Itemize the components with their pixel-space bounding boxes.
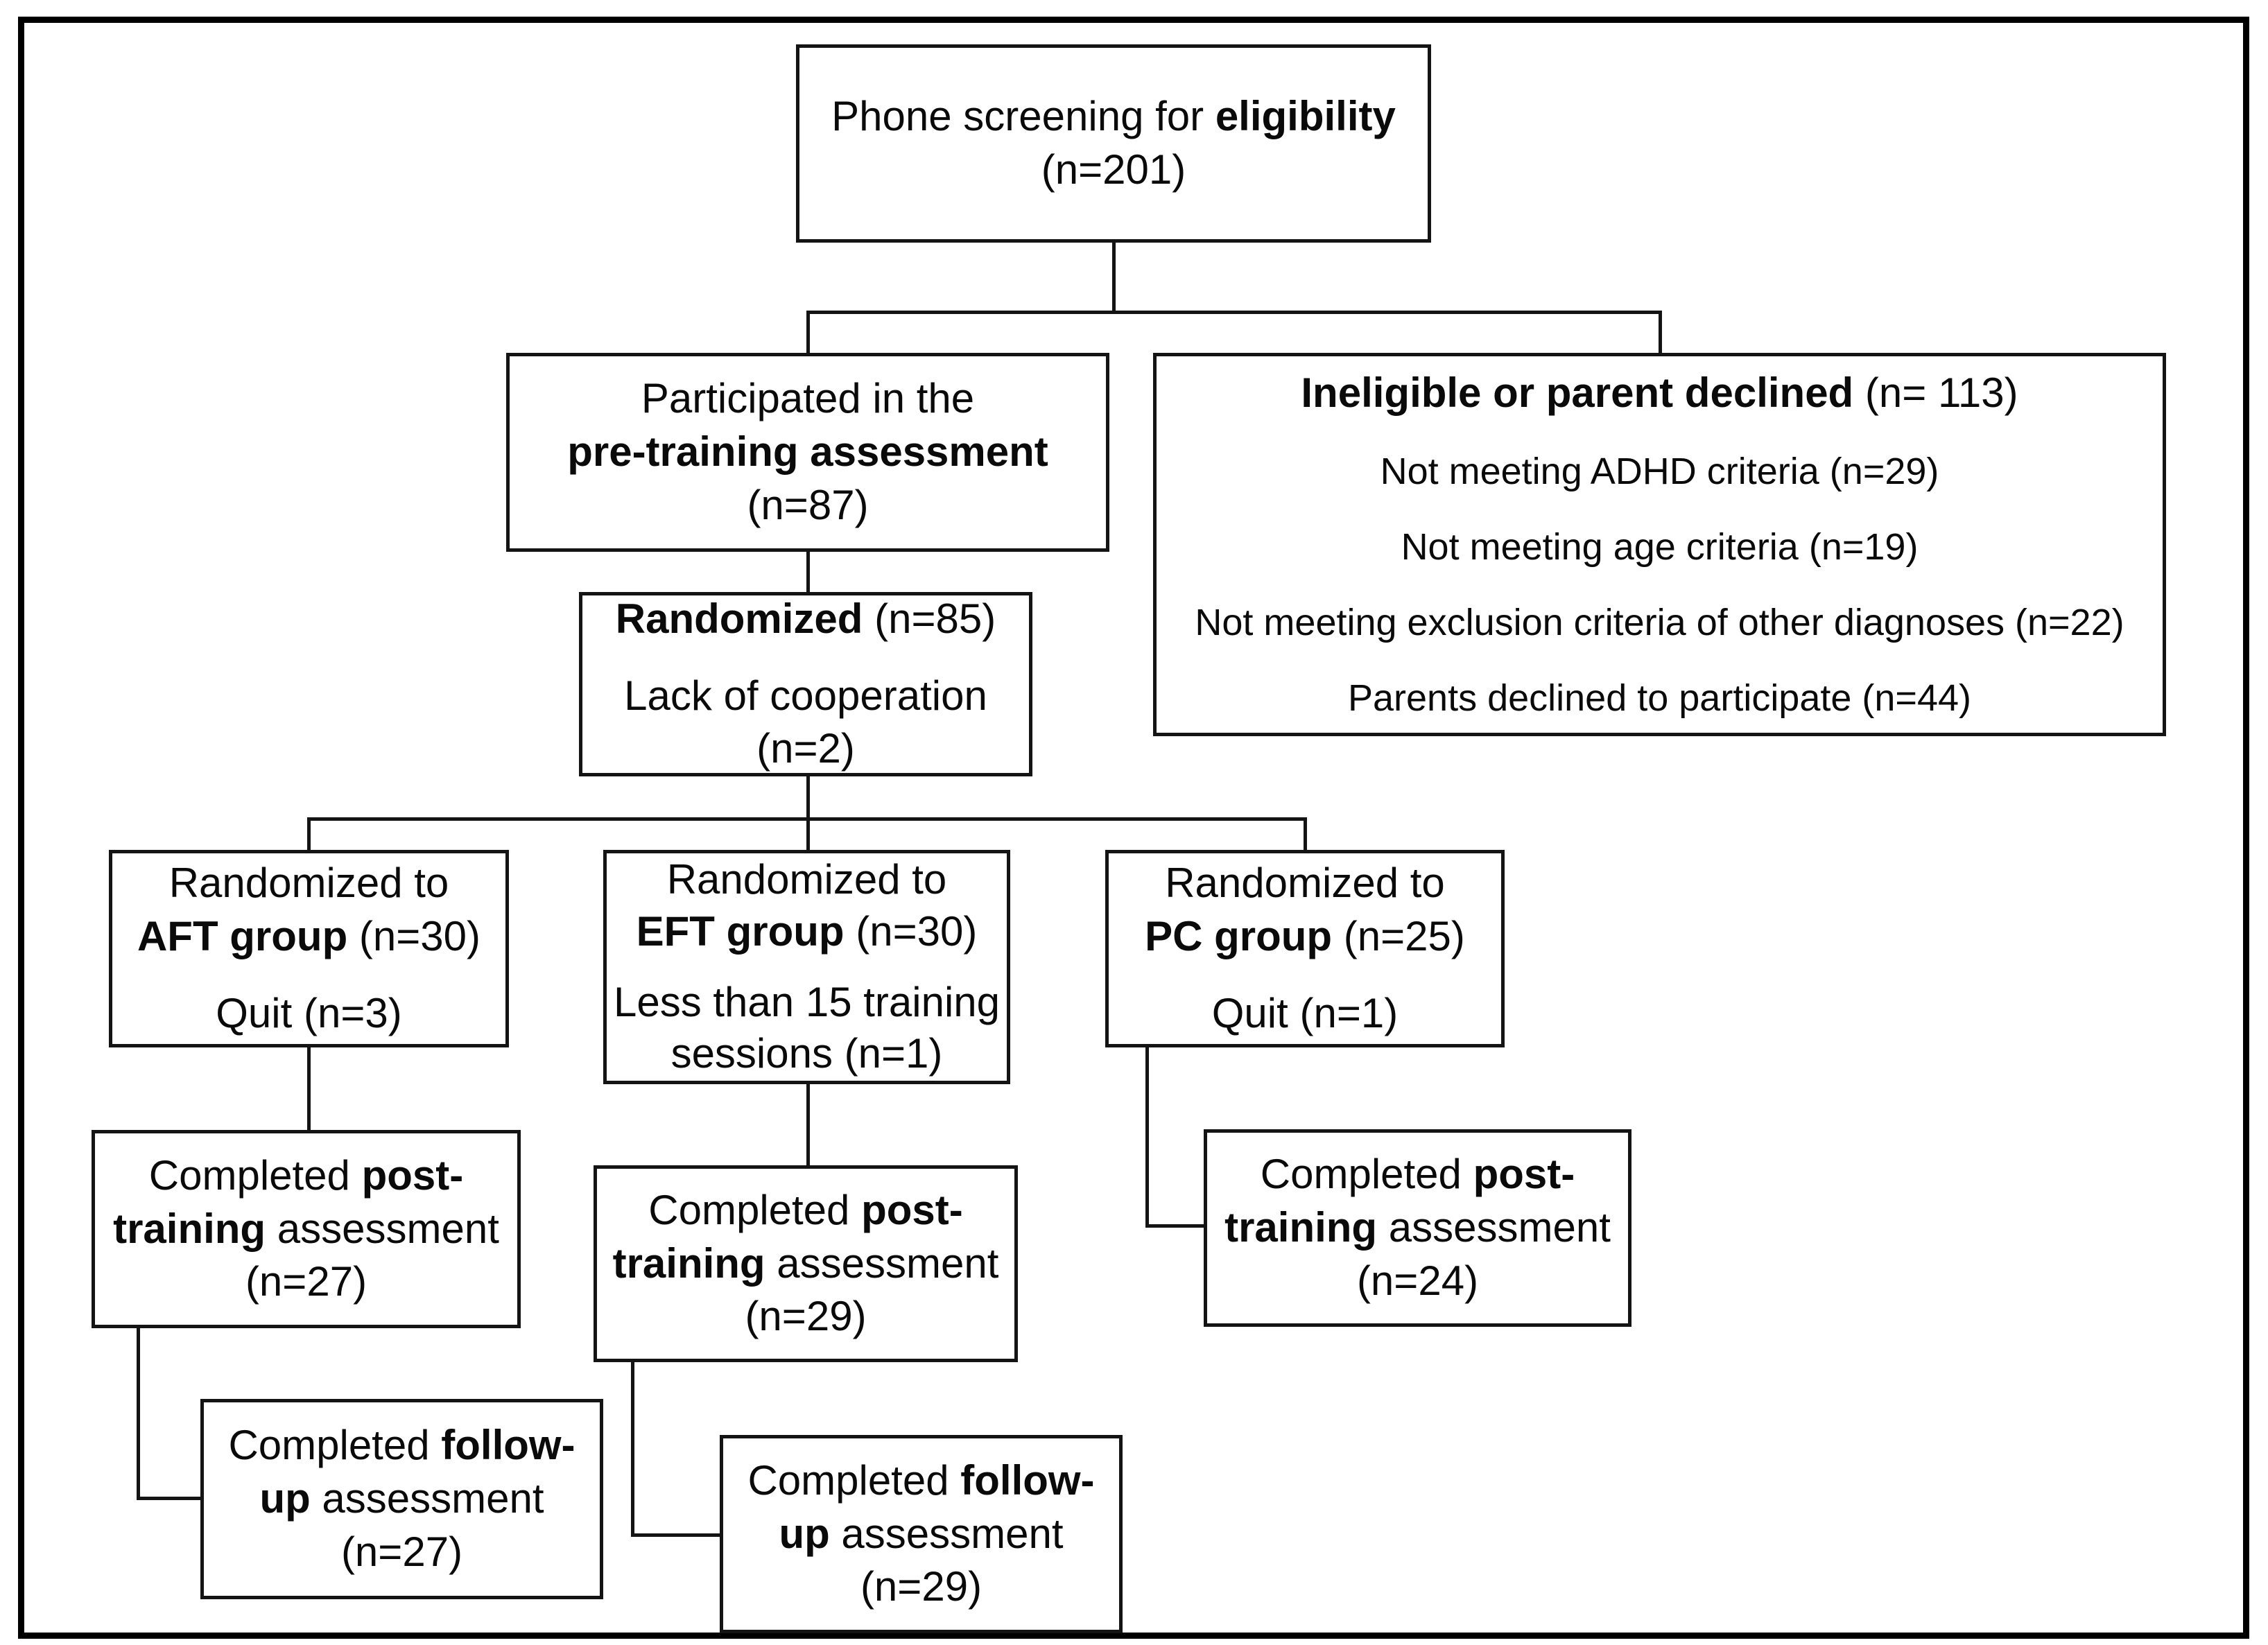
fu-aft-suffix: assessment — [310, 1475, 544, 1522]
connector-postaft-elbow-horizontal — [137, 1497, 202, 1500]
randomized-note-line1: Lack of cooperation — [624, 672, 987, 719]
randomized-n: (n=85) — [863, 595, 996, 642]
box-aft-group: Randomized to AFT group (n=30) Quit (n=3… — [109, 850, 509, 1047]
box-pre-training: Participated in the pre-training assessm… — [506, 353, 1109, 552]
eft-line1: Randomized to — [666, 856, 947, 903]
post-aft-bold2: training — [113, 1205, 266, 1252]
pc-line1: Randomized to — [1165, 860, 1445, 907]
pc-note: Quit (n=1) — [1211, 989, 1399, 1036]
pre-training-n: (n=87) — [747, 481, 869, 528]
box-follow-up-aft: Completed follow- up assessment (n=27) — [200, 1399, 603, 1599]
eft-note-line1: Less than 15 training — [613, 979, 1001, 1025]
box-phone-screening: Phone screening for eligibility (n=201) — [796, 44, 1431, 243]
fu-eft-bold2: up — [779, 1510, 830, 1557]
ineligible-reason-declined: Parents declined to participate (n=44) — [1347, 677, 1972, 719]
post-pc-n: (n=24) — [1356, 1257, 1479, 1304]
pre-training-line1: Participated in the — [641, 375, 975, 422]
connector-postaft-elbow-vertical — [137, 1327, 140, 1500]
randomized-note-line2: (n=2) — [756, 725, 855, 772]
connector-eft-post — [806, 1083, 810, 1167]
fu-aft-n: (n=27) — [340, 1528, 463, 1575]
box-post-training-pc: Completed post- training assessment (n=2… — [1204, 1129, 1631, 1327]
figure-border — [18, 17, 2249, 1639]
box-pc-group: Randomized to PC group (n=25) Quit (n=1) — [1105, 850, 1505, 1047]
connector-to-aft — [307, 817, 311, 850]
aft-note: Quit (n=3) — [216, 989, 402, 1036]
post-eft-prefix: Completed — [648, 1186, 862, 1233]
connector-aft-post — [307, 1046, 311, 1131]
aft-bold: AFT group — [137, 913, 348, 960]
post-pc-prefix: Completed — [1260, 1151, 1473, 1198]
connector-pc-elbow-vertical — [1145, 1046, 1149, 1228]
connector-posteft-elbow-vertical — [631, 1361, 634, 1537]
connector-to-ineligible — [1659, 311, 1662, 354]
connector-to-eft — [806, 817, 810, 850]
fu-eft-n: (n=29) — [860, 1563, 982, 1610]
box-follow-up-eft: Completed follow- up assessment (n=29) — [720, 1435, 1123, 1633]
connector-top-down — [1112, 241, 1116, 313]
post-aft-n: (n=27) — [245, 1258, 367, 1305]
pc-bold: PC group — [1145, 913, 1333, 960]
ineligible-title: Ineligible or parent declined — [1301, 369, 1854, 416]
aft-n: (n=30) — [347, 913, 481, 960]
eft-note-line2: sessions (n=1) — [670, 1030, 943, 1077]
randomized-bold: Randomized — [615, 595, 863, 642]
connector-to-pc — [1304, 817, 1307, 850]
connector-posteft-elbow-horizontal — [631, 1533, 721, 1537]
post-aft-bold1: post- — [361, 1151, 464, 1199]
connector-randomized-down — [806, 775, 810, 820]
post-aft-prefix: Completed — [148, 1151, 362, 1199]
aft-line1: Randomized to — [168, 860, 449, 907]
phone-screening-line1: Phone screening for eligibility — [826, 90, 1401, 143]
phone-screening-bold: eligibility — [1215, 93, 1396, 140]
post-pc-suffix: assessment — [1377, 1204, 1611, 1251]
fu-aft-bold1: follow- — [441, 1422, 575, 1469]
post-aft-suffix: assessment — [266, 1205, 499, 1252]
post-eft-bold1: post- — [861, 1186, 963, 1233]
fu-eft-bold1: follow- — [960, 1456, 1095, 1504]
connector-pretraining-randomized — [806, 550, 810, 593]
ineligible-title-n: (n= 113) — [1853, 369, 2018, 416]
eft-n: (n=30) — [844, 907, 978, 955]
box-post-training-aft: Completed post- training assessment (n=2… — [92, 1130, 521, 1328]
phone-screening-prefix: Phone screening for — [831, 93, 1215, 140]
post-eft-suffix: assessment — [765, 1239, 999, 1287]
post-pc-bold1: post- — [1473, 1151, 1575, 1198]
pc-n: (n=25) — [1332, 913, 1465, 960]
post-pc-bold2: training — [1224, 1204, 1378, 1251]
ineligible-reason-exclusion: Not meeting exclusion criteria of other … — [1195, 601, 2124, 643]
fu-aft-bold2: up — [259, 1475, 311, 1522]
connector-level2-horizontal — [806, 311, 1662, 314]
eft-bold: EFT group — [636, 907, 845, 955]
box-eft-group: Randomized to EFT group (n=30) Less than… — [603, 850, 1010, 1084]
ineligible-reason-adhd: Not meeting ADHD criteria (n=29) — [1380, 450, 1939, 492]
box-ineligible: Ineligible or parent declined (n= 113) N… — [1153, 353, 2166, 736]
box-randomized: Randomized (n=85) Lack of cooperation (n… — [579, 592, 1032, 776]
pre-training-bold: pre-training assessment — [567, 428, 1048, 476]
connector-pc-elbow-horizontal — [1145, 1224, 1205, 1228]
fu-aft-prefix: Completed — [228, 1422, 442, 1469]
fu-eft-prefix: Completed — [747, 1456, 961, 1504]
post-eft-n: (n=29) — [745, 1293, 867, 1340]
box-post-training-eft: Completed post- training assessment (n=2… — [594, 1165, 1018, 1362]
phone-screening-n: (n=201) — [1041, 146, 1186, 193]
fu-eft-suffix: assessment — [829, 1510, 1064, 1557]
ineligible-reason-age: Not meeting age criteria (n=19) — [1401, 525, 1919, 568]
connector-to-pretraining — [806, 311, 810, 354]
post-eft-bold2: training — [612, 1239, 765, 1287]
